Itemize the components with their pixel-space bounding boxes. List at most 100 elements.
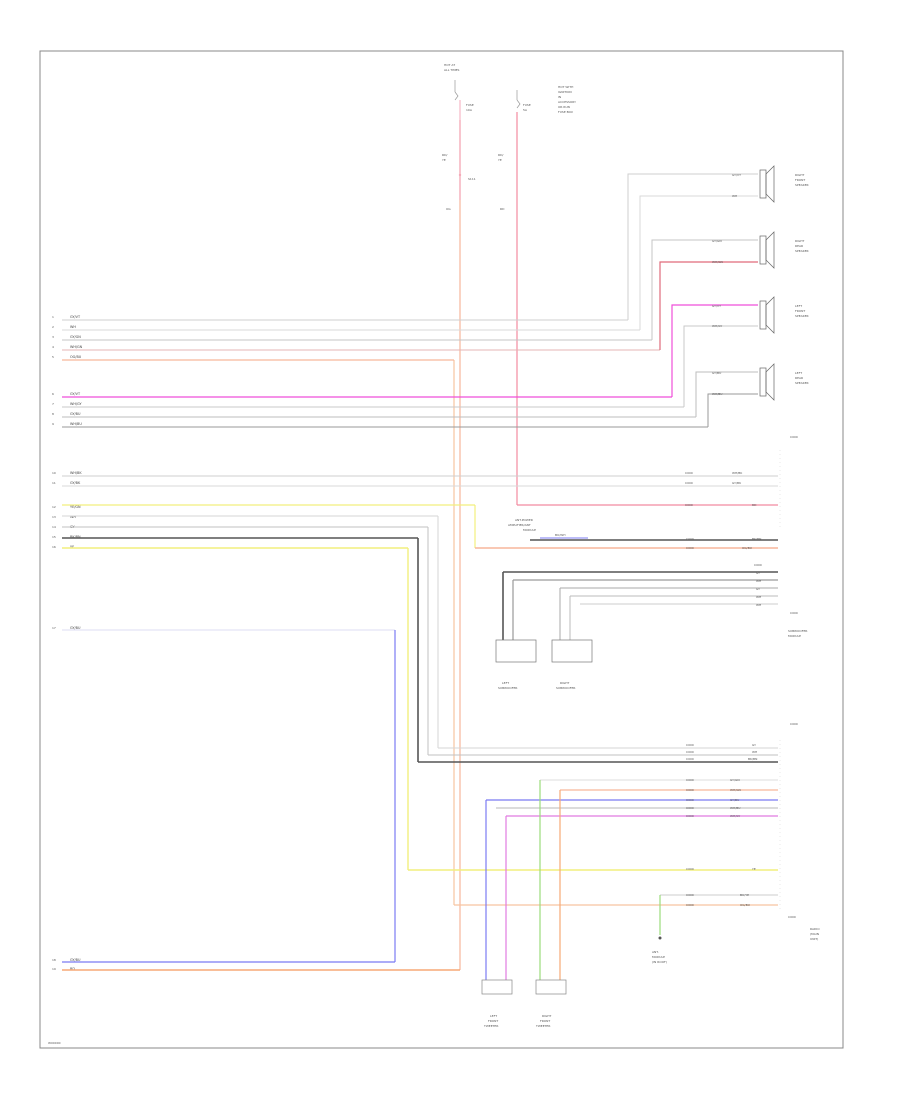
speaker-icon — [759, 300, 767, 330]
svg-text:GY/BU: GY/BU — [712, 371, 721, 375]
pin-row: 17 GY/BU — [52, 626, 396, 962]
svg-text:REAR: REAR — [795, 376, 803, 380]
svg-text:BK/BN: BK/BN — [70, 535, 81, 539]
svg-text:TWEETER: TWEETER — [483, 1024, 498, 1028]
svg-text:GY/BU: GY/BU — [70, 412, 81, 416]
right-speakers: GY/VT WH RIGHT FRONT SPEAKER GY/GN WH/GN… — [627, 165, 809, 427]
pin-row: 12 YE/GN — [52, 504, 476, 548]
svg-text:16: 16 — [52, 545, 56, 549]
svg-text:C000: C000 — [754, 563, 762, 567]
svg-text:WH: WH — [752, 750, 757, 754]
svg-text:SPEAKER: SPEAKER — [795, 183, 809, 187]
svg-text:WH: WH — [756, 579, 761, 583]
svg-text:MODULE: MODULE — [523, 528, 536, 532]
svg-text:11: 11 — [52, 481, 56, 485]
svg-text:5: 5 — [52, 355, 54, 359]
svg-text:10A: 10A — [466, 108, 473, 112]
svg-text:14: 14 — [52, 525, 56, 529]
svg-text:BU/YE: BU/YE — [740, 893, 749, 897]
svg-text:C000: C000 — [686, 893, 694, 897]
svg-text:MODULE: MODULE — [652, 955, 665, 959]
svg-text:4: 4 — [52, 345, 54, 349]
fuse2-label-3: IN — [558, 95, 561, 99]
svg-text:8: 8 — [52, 412, 54, 416]
svg-text:C000: C000 — [686, 798, 694, 802]
svg-text:10: 10 — [52, 471, 56, 475]
svg-text:GY: GY — [756, 587, 760, 591]
svg-text:RIGHT: RIGHT — [560, 681, 570, 685]
pin-row: 14 GY — [52, 525, 429, 755]
svg-text:C000: C000 — [686, 903, 694, 907]
svg-text:YE: YE — [442, 158, 446, 162]
speaker-right-front: GY/VT WH RIGHT FRONT SPEAKER — [627, 165, 809, 330]
diagram-code: W00000 — [48, 1041, 61, 1045]
svg-text:RD: RD — [70, 967, 75, 971]
pin-row: 3 GY/GN — [52, 335, 652, 341]
svg-text:6: 6 — [52, 392, 54, 396]
svg-text:12: 12 — [52, 505, 56, 509]
svg-text:WH/BU: WH/BU — [70, 422, 82, 426]
svg-text:RD/: RD/ — [442, 153, 448, 157]
svg-text:C000: C000 — [686, 778, 694, 782]
pin-row: 2 WH — [52, 325, 640, 331]
svg-text:C000: C000 — [790, 722, 798, 726]
vertical-feeds — [453, 112, 778, 970]
svg-text:RD/: RD/ — [498, 153, 504, 157]
left-subwoofer-icon — [495, 639, 537, 663]
fuse2-label-1: HOT WITH — [558, 85, 573, 89]
speaker-left-front: GY/VT WH/GY LEFT FRONT SPEAKER — [671, 296, 809, 407]
svg-text:UNIT): UNIT) — [810, 937, 818, 941]
svg-text:LEFT: LEFT — [795, 371, 802, 375]
svg-text:WH: WH — [70, 515, 76, 519]
pin-row: 10 WH/BK — [52, 471, 778, 477]
svg-text:OG/BU: OG/BU — [742, 546, 752, 550]
svg-text:S111: S111 — [468, 177, 476, 181]
svg-text:WH/BK: WH/BK — [70, 471, 82, 475]
pin-row: 19 RD — [52, 967, 460, 971]
svg-text:LEFT: LEFT — [795, 304, 802, 308]
pin-row: 9 WH/BU — [52, 422, 708, 428]
svg-text:TWEETER: TWEETER — [535, 1024, 550, 1028]
svg-text:(IN ROOF): (IN ROOF) — [652, 960, 667, 964]
svg-text:YE: YE — [498, 158, 502, 162]
right-subwoofer-icon — [551, 639, 593, 663]
svg-text:BK/BN: BK/BN — [748, 757, 757, 761]
svg-text:WH: WH — [756, 595, 761, 599]
fuse2-label-6: FUSE BOX — [558, 110, 573, 114]
svg-text:FRONT: FRONT — [540, 1019, 550, 1023]
svg-text:SPEAKER: SPEAKER — [795, 314, 809, 318]
svg-text:LEFT: LEFT — [502, 681, 509, 685]
svg-text:WH: WH — [70, 325, 76, 329]
radio-connector: C000 C000 GY C000 WH C000 BK/BN C000 GY/… — [428, 722, 820, 964]
svg-text:GY/BK: GY/BK — [70, 481, 81, 485]
svg-text:SUBWOOFER: SUBWOOFER — [556, 686, 575, 690]
svg-text:C000: C000 — [686, 814, 694, 818]
svg-text:C000: C000 — [790, 435, 798, 439]
diagram-border — [39, 50, 844, 1049]
svg-text:GY/VT: GY/VT — [712, 304, 721, 308]
pin-row: 5 OG/BU — [52, 355, 454, 361]
svg-text:19: 19 — [52, 967, 56, 971]
svg-text:RIGHT: RIGHT — [795, 173, 805, 177]
svg-text:RIGHT: RIGHT — [795, 239, 805, 243]
pin-row: 1 GY/VT — [52, 315, 628, 321]
speaker-icon — [759, 235, 767, 265]
front-tweeters: LEFT FRONT TWEETER RIGHT FRONT TWEETER — [481, 780, 567, 1028]
svg-text:(MAIN: (MAIN — [810, 932, 819, 936]
svg-text:1: 1 — [52, 315, 54, 319]
svg-text:WH/GN: WH/GN — [712, 260, 723, 264]
svg-text:GY/BU: GY/BU — [70, 958, 81, 962]
svg-text:SUBWOOFER: SUBWOOFER — [498, 686, 517, 690]
fuse-symbol-icon-2 — [516, 99, 521, 109]
left-connector-pins: 1 GY/VT 2 WH 3 GY/GN 4 WH/GN 5 OG/BU 6 G… — [52, 315, 778, 971]
svg-text:GY/BU: GY/BU — [730, 798, 739, 802]
svg-text:C000: C000 — [686, 537, 694, 541]
fuse-symbol-icon — [454, 91, 459, 101]
pin-row: 4 WH/GN — [52, 345, 660, 351]
svg-text:C000: C000 — [788, 915, 796, 919]
pin-row: 7 WH/GY — [52, 402, 684, 408]
svg-text:C000: C000 — [685, 503, 693, 507]
svg-text:RD: RD — [752, 503, 757, 507]
svg-text:WH/GY: WH/GY — [712, 324, 722, 328]
